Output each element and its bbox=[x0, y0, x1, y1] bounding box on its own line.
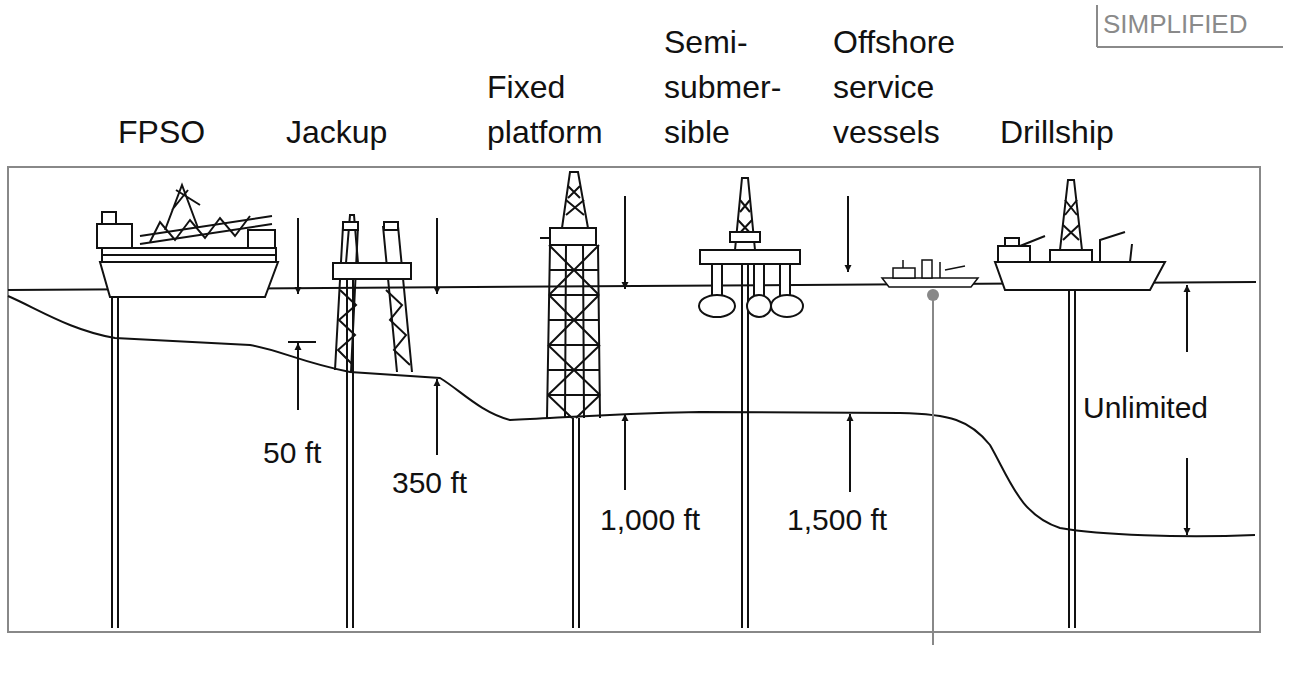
drillship bbox=[995, 180, 1165, 290]
semisubmersible-rig bbox=[699, 178, 803, 317]
depth-dimension: 350 ft bbox=[392, 466, 467, 500]
depth-dimension: 50 ft bbox=[263, 436, 321, 470]
depth-dimension: 1,000 ft bbox=[600, 503, 700, 537]
seabed bbox=[8, 296, 1255, 536]
watermark: SIMPLIFIED bbox=[1103, 8, 1247, 40]
frame bbox=[8, 167, 1260, 632]
fpso-vessel bbox=[97, 185, 278, 297]
stamp-bracket bbox=[1097, 5, 1283, 47]
depth-dimension: 1,500 ft bbox=[787, 503, 887, 537]
rig-heading: Fixed platform bbox=[487, 65, 603, 155]
rig-heading: Jackup bbox=[286, 110, 387, 155]
rig-heading: FPSO bbox=[118, 110, 205, 155]
depth-arrows bbox=[288, 196, 1187, 535]
callout-leader bbox=[927, 289, 939, 645]
rig-heading: Offshore service vessels bbox=[833, 20, 955, 155]
depth-dimension: Unlimited bbox=[1083, 391, 1208, 425]
rig-heading: Semi- submer- sible bbox=[664, 20, 781, 155]
well-lines bbox=[112, 265, 1075, 628]
service-vessel bbox=[882, 260, 978, 287]
jackup-rig bbox=[333, 215, 412, 372]
fixed-platform bbox=[540, 172, 600, 418]
rig-heading: Drillship bbox=[1000, 110, 1114, 155]
